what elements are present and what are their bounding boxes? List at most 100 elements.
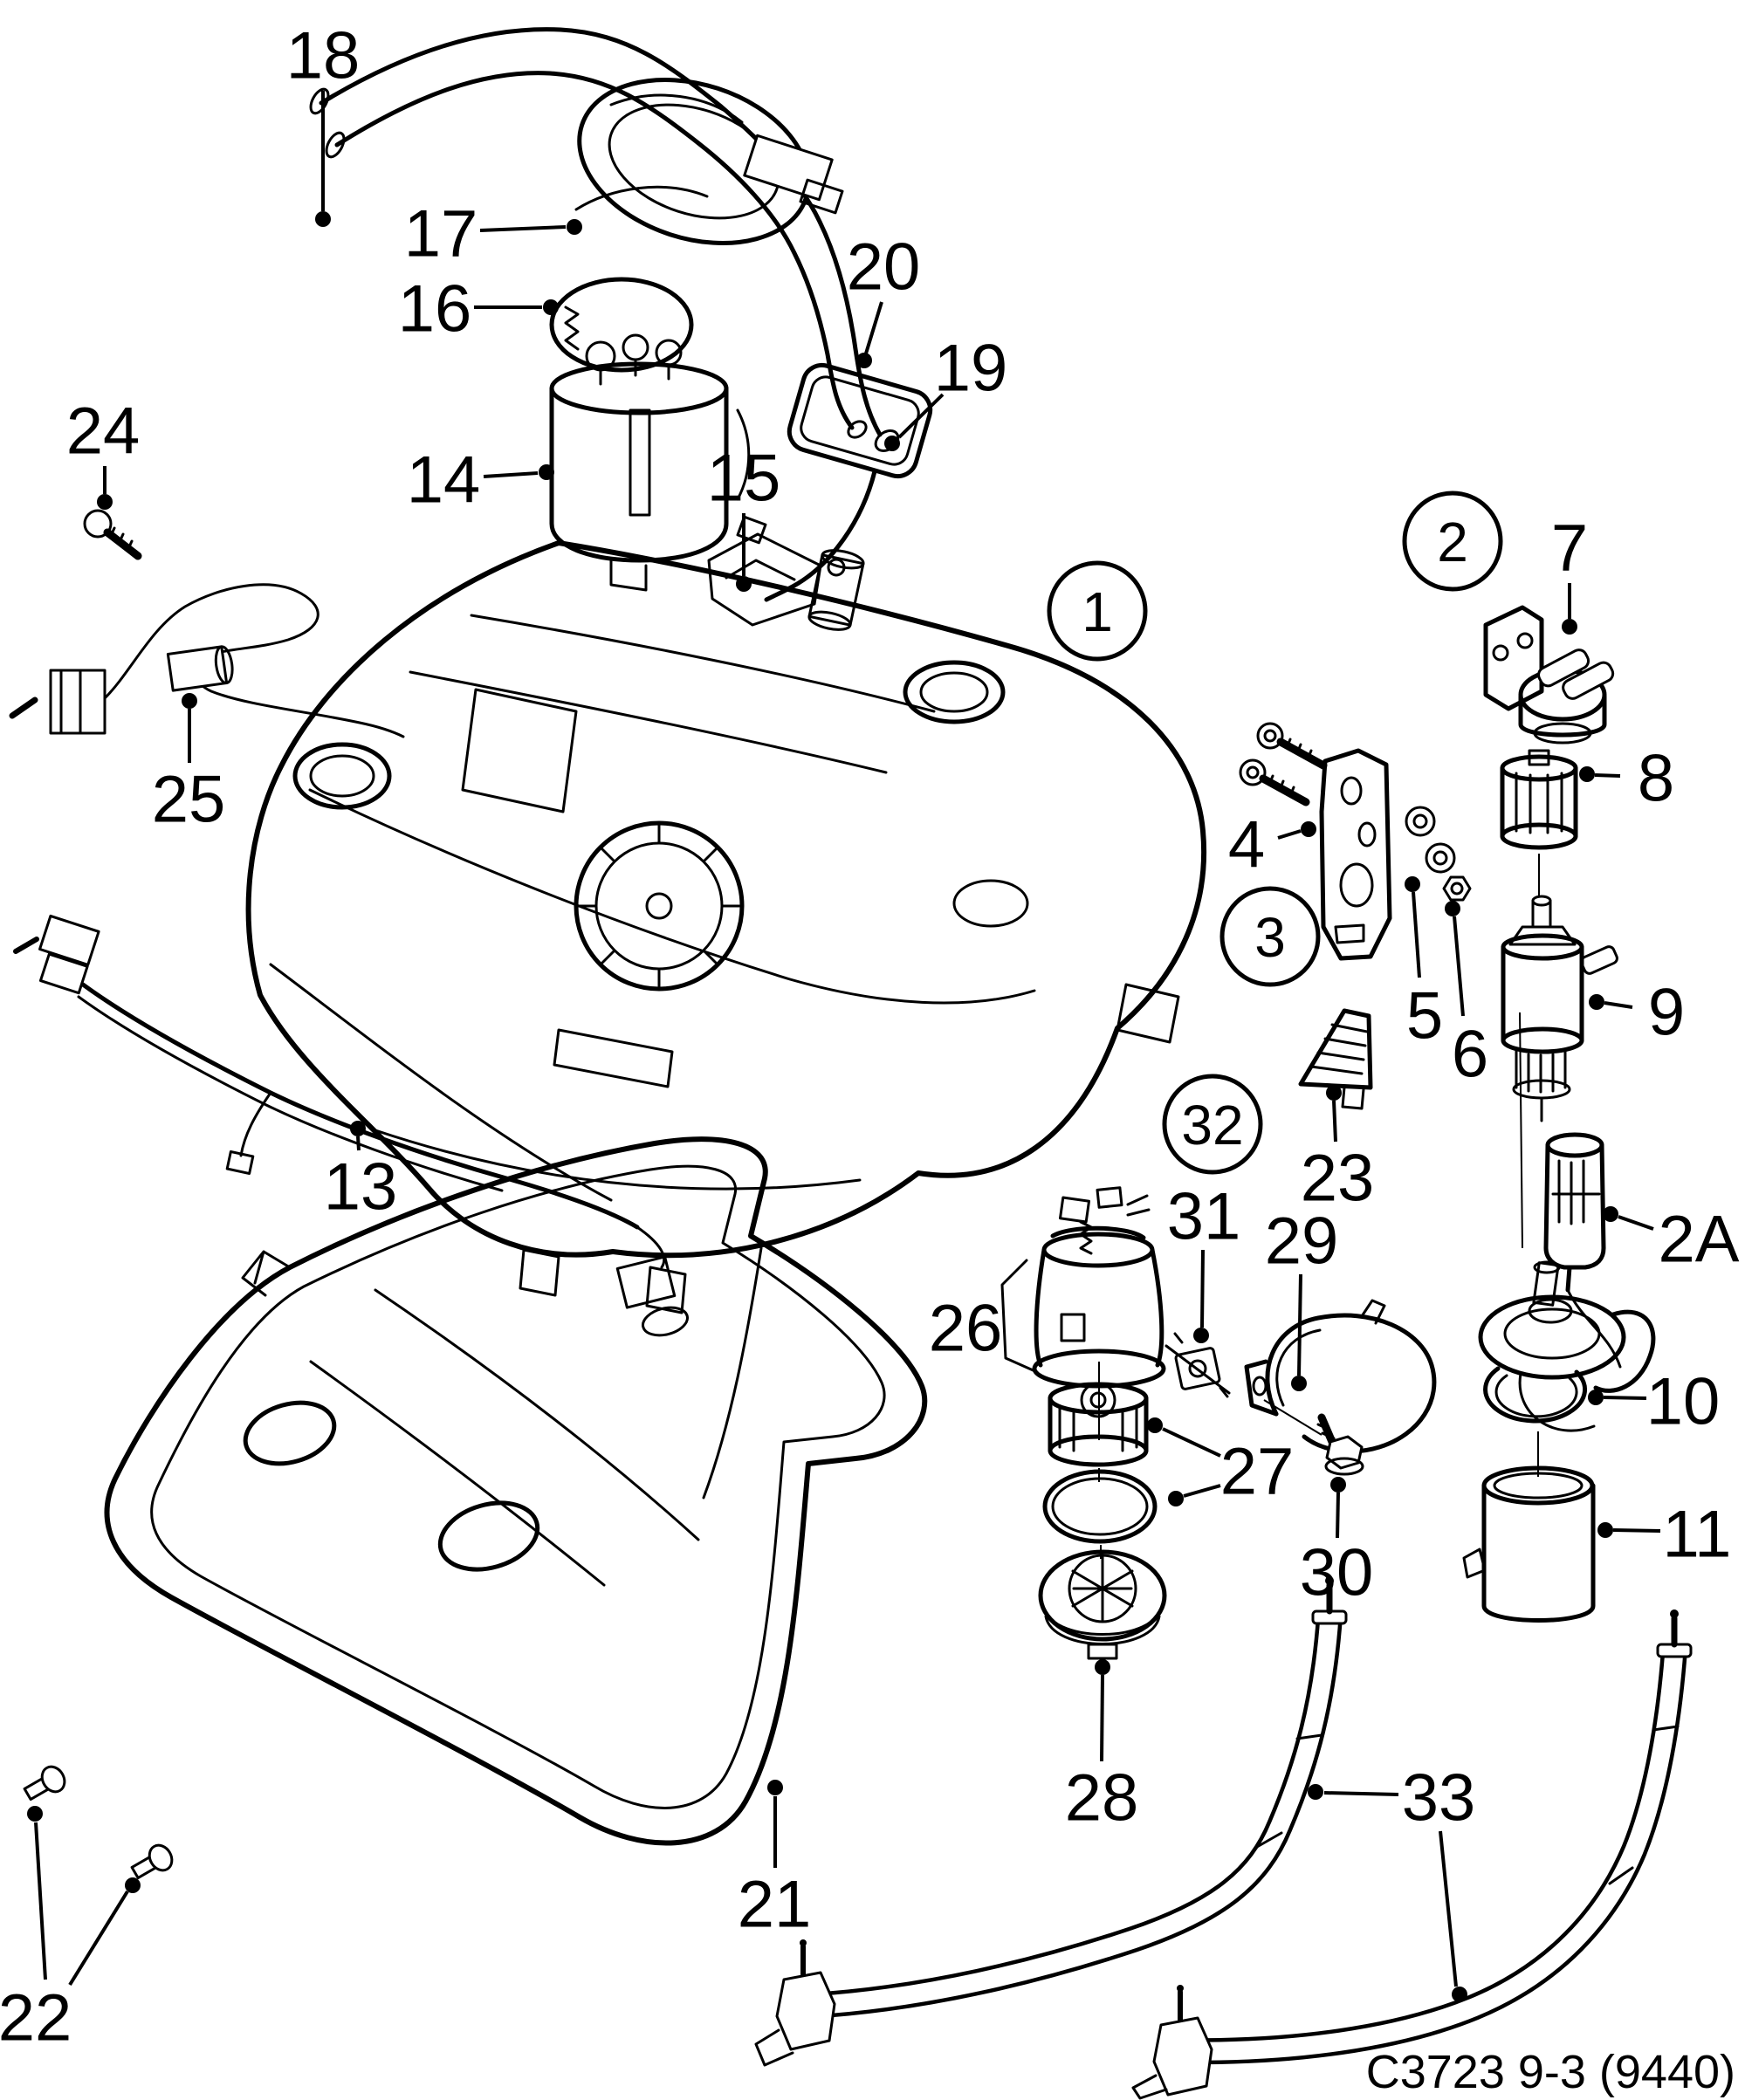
bracket-4 [1319, 748, 1392, 961]
callout-label-13: 13 [324, 1150, 398, 1224]
callout-13: 13 [324, 1121, 398, 1224]
callout-23: 23 [1301, 1085, 1375, 1215]
callout-10: 10 [1588, 1364, 1720, 1438]
callout-3: 3 [1219, 886, 1321, 987]
callout-label-28: 28 [1065, 1760, 1139, 1835]
callout-19: 19 [884, 331, 1007, 451]
leader-dot-23 [1326, 1085, 1342, 1101]
skid-plate-21 [104, 1136, 928, 1846]
leader-dot-16 [543, 299, 559, 315]
callout-label-11: 11 [1663, 1497, 1732, 1571]
leader-dot-25 [182, 693, 197, 709]
bolts-22 [23, 1765, 174, 1880]
leader-line-11 [1612, 1528, 1661, 1533]
leader-dot-8 [1579, 766, 1595, 782]
o-ring-16 [549, 277, 694, 373]
grommet-plate-17 [574, 77, 844, 246]
callout-14: 14 [407, 443, 554, 517]
leader-line-33 [1323, 1791, 1399, 1796]
callout-32: 32 [1162, 1074, 1263, 1175]
callout-label-25: 25 [152, 762, 226, 836]
leader-dot-20 [856, 353, 872, 368]
leader-line-5 [1412, 891, 1421, 978]
clip-31 [1164, 1332, 1231, 1398]
leader-dot-17 [567, 219, 582, 235]
leader-dot-6 [1445, 901, 1460, 916]
callout-label-16: 16 [398, 271, 472, 346]
callout-label-2: 2 [1437, 511, 1468, 573]
filler-pipe-assembly [309, 27, 900, 452]
callout-26: 26 [929, 1291, 1003, 1365]
callout-11: 11 [1597, 1497, 1731, 1571]
callout-circle-2 [1402, 491, 1503, 592]
callout-label-4: 4 [1228, 807, 1265, 882]
callout-label-10: 10 [1646, 1364, 1721, 1438]
leader-dot-29 [1291, 1376, 1307, 1391]
fuel-pump-module-14 [549, 305, 751, 592]
callout-label-20: 20 [847, 230, 921, 304]
wedge-23 [1298, 1008, 1373, 1110]
leader-dot-18 [315, 211, 331, 227]
callout-9: 9 [1589, 975, 1685, 1049]
fuel-pump-9 [1501, 895, 1618, 1122]
callout-label-2A: 2A [1659, 1202, 1740, 1276]
seal-ring-10 [1483, 1366, 1587, 1424]
callout-label-24: 24 [66, 394, 141, 468]
clamp-29 [1244, 1299, 1437, 1454]
callout-label-15: 15 [707, 441, 781, 515]
callout-30: 30 [1300, 1477, 1373, 1609]
leader-dot-19 [884, 436, 900, 451]
callout-31: 31 [1167, 1179, 1241, 1343]
leader-dot-5 [1405, 876, 1420, 892]
leader-dot-24 [97, 494, 113, 510]
filter-head-7 [1483, 605, 1615, 745]
leader-line-20 [864, 301, 883, 354]
callout-label-29: 29 [1265, 1204, 1339, 1278]
callout-27: 27 [1147, 1417, 1294, 1508]
callout-label-23: 23 [1301, 1141, 1375, 1215]
callout-29: 29 [1265, 1204, 1339, 1391]
leader-dot-7 [1562, 619, 1577, 635]
callout-2A: 2A [1603, 1202, 1740, 1276]
wiring-harness-25 [9, 583, 405, 738]
callout-label-33: 33 [1402, 1760, 1476, 1835]
washers-5-6 [1405, 806, 1472, 902]
callout-circle-32 [1162, 1074, 1263, 1175]
callout-label-26: 26 [929, 1291, 1003, 1365]
callout-6: 6 [1445, 901, 1488, 1091]
leader-dot-27 [1168, 1491, 1184, 1506]
callout-28: 28 [1065, 1659, 1139, 1835]
callout-label-22: 22 [0, 1980, 72, 2055]
reservoir-26 [1000, 1186, 1166, 1389]
leader-line-27 [1162, 1427, 1221, 1458]
leader-dot-14 [539, 464, 554, 480]
callout-4: 4 [1228, 807, 1316, 882]
leader-dot-4 [1301, 821, 1316, 837]
leader-line-33 [1439, 1830, 1458, 1987]
strap-33-front [754, 1576, 1348, 2067]
leader-line-6 [1453, 916, 1465, 1017]
filter-27 [1048, 1362, 1149, 1467]
callout-label-8: 8 [1638, 741, 1674, 815]
callout-2: 2 [1402, 491, 1503, 592]
callout-label-3: 3 [1254, 906, 1286, 969]
lock-ring-cap-28 [1038, 1545, 1167, 1660]
leader-dot-22 [125, 1877, 141, 1893]
callout-label-31: 31 [1167, 1179, 1241, 1253]
callout-7: 7 [1551, 511, 1588, 635]
screw-30 [1316, 1413, 1364, 1476]
leader-dot-33 [1452, 1987, 1467, 2002]
retainer-cup-11 [1462, 1431, 1596, 1623]
callout-circle-3 [1219, 886, 1321, 987]
callout-label-5: 5 [1406, 978, 1443, 1053]
callout-label-19: 19 [934, 331, 1008, 405]
callouts-layer: 181716201915142425132221123327845692A232… [0, 18, 1740, 2055]
leader-dot-13 [350, 1121, 366, 1136]
mounting-screws [1239, 722, 1328, 806]
callout-25: 25 [152, 693, 226, 836]
callout-label-27: 27 [1220, 1434, 1295, 1508]
diagram-code: C3723 9-3 (9440) [1366, 2046, 1735, 2098]
leader-line-29 [1297, 1273, 1302, 1376]
leader-dot-11 [1597, 1522, 1613, 1538]
leader-dot-9 [1589, 994, 1604, 1010]
